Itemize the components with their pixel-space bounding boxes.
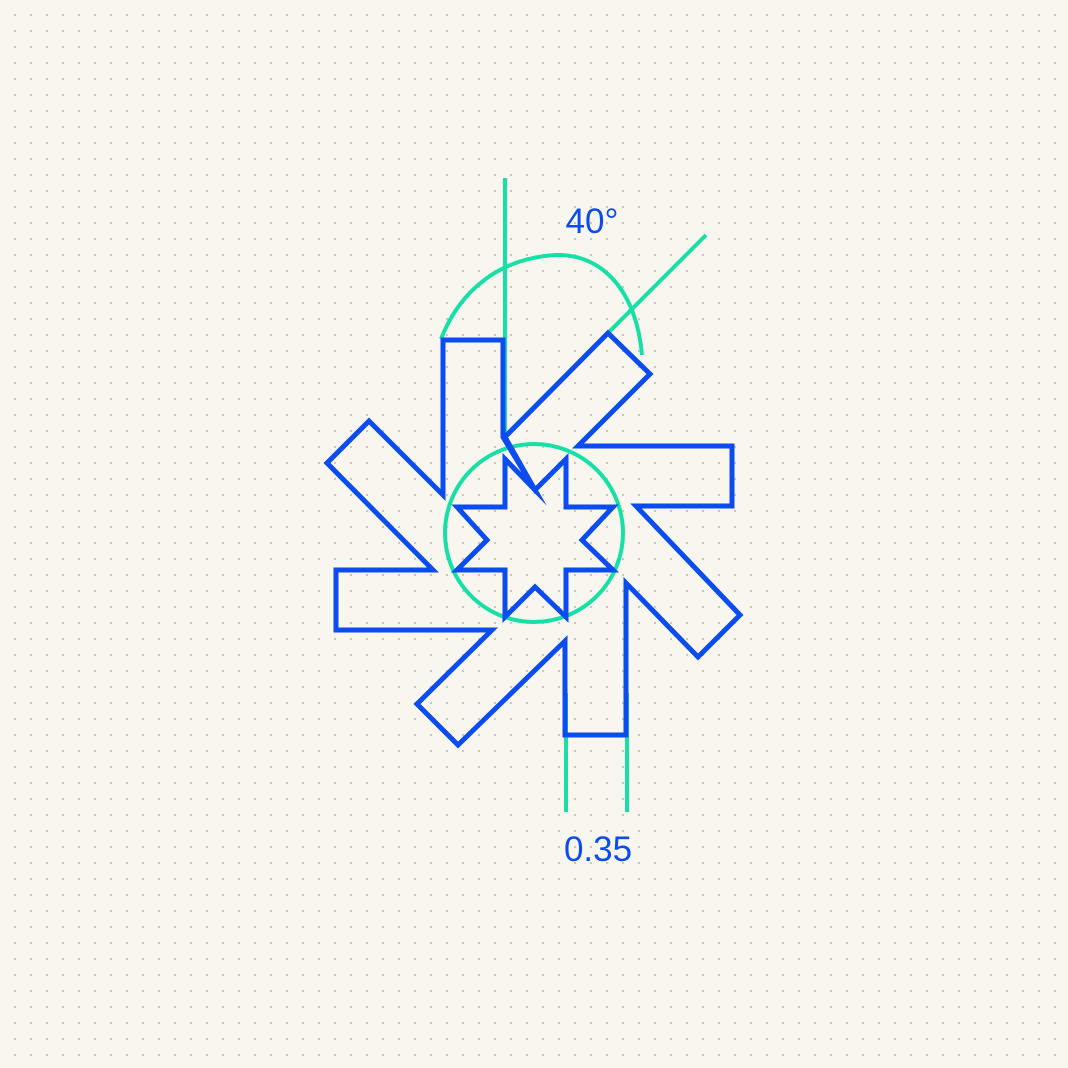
annotation-layer [439, 178, 708, 812]
pinwheel-shape [323, 329, 744, 749]
angle-label: 40° [566, 202, 619, 241]
width-ratio-label: 0.35 [564, 830, 632, 869]
angle-arc [439, 252, 644, 356]
inner-circle [443, 442, 625, 624]
